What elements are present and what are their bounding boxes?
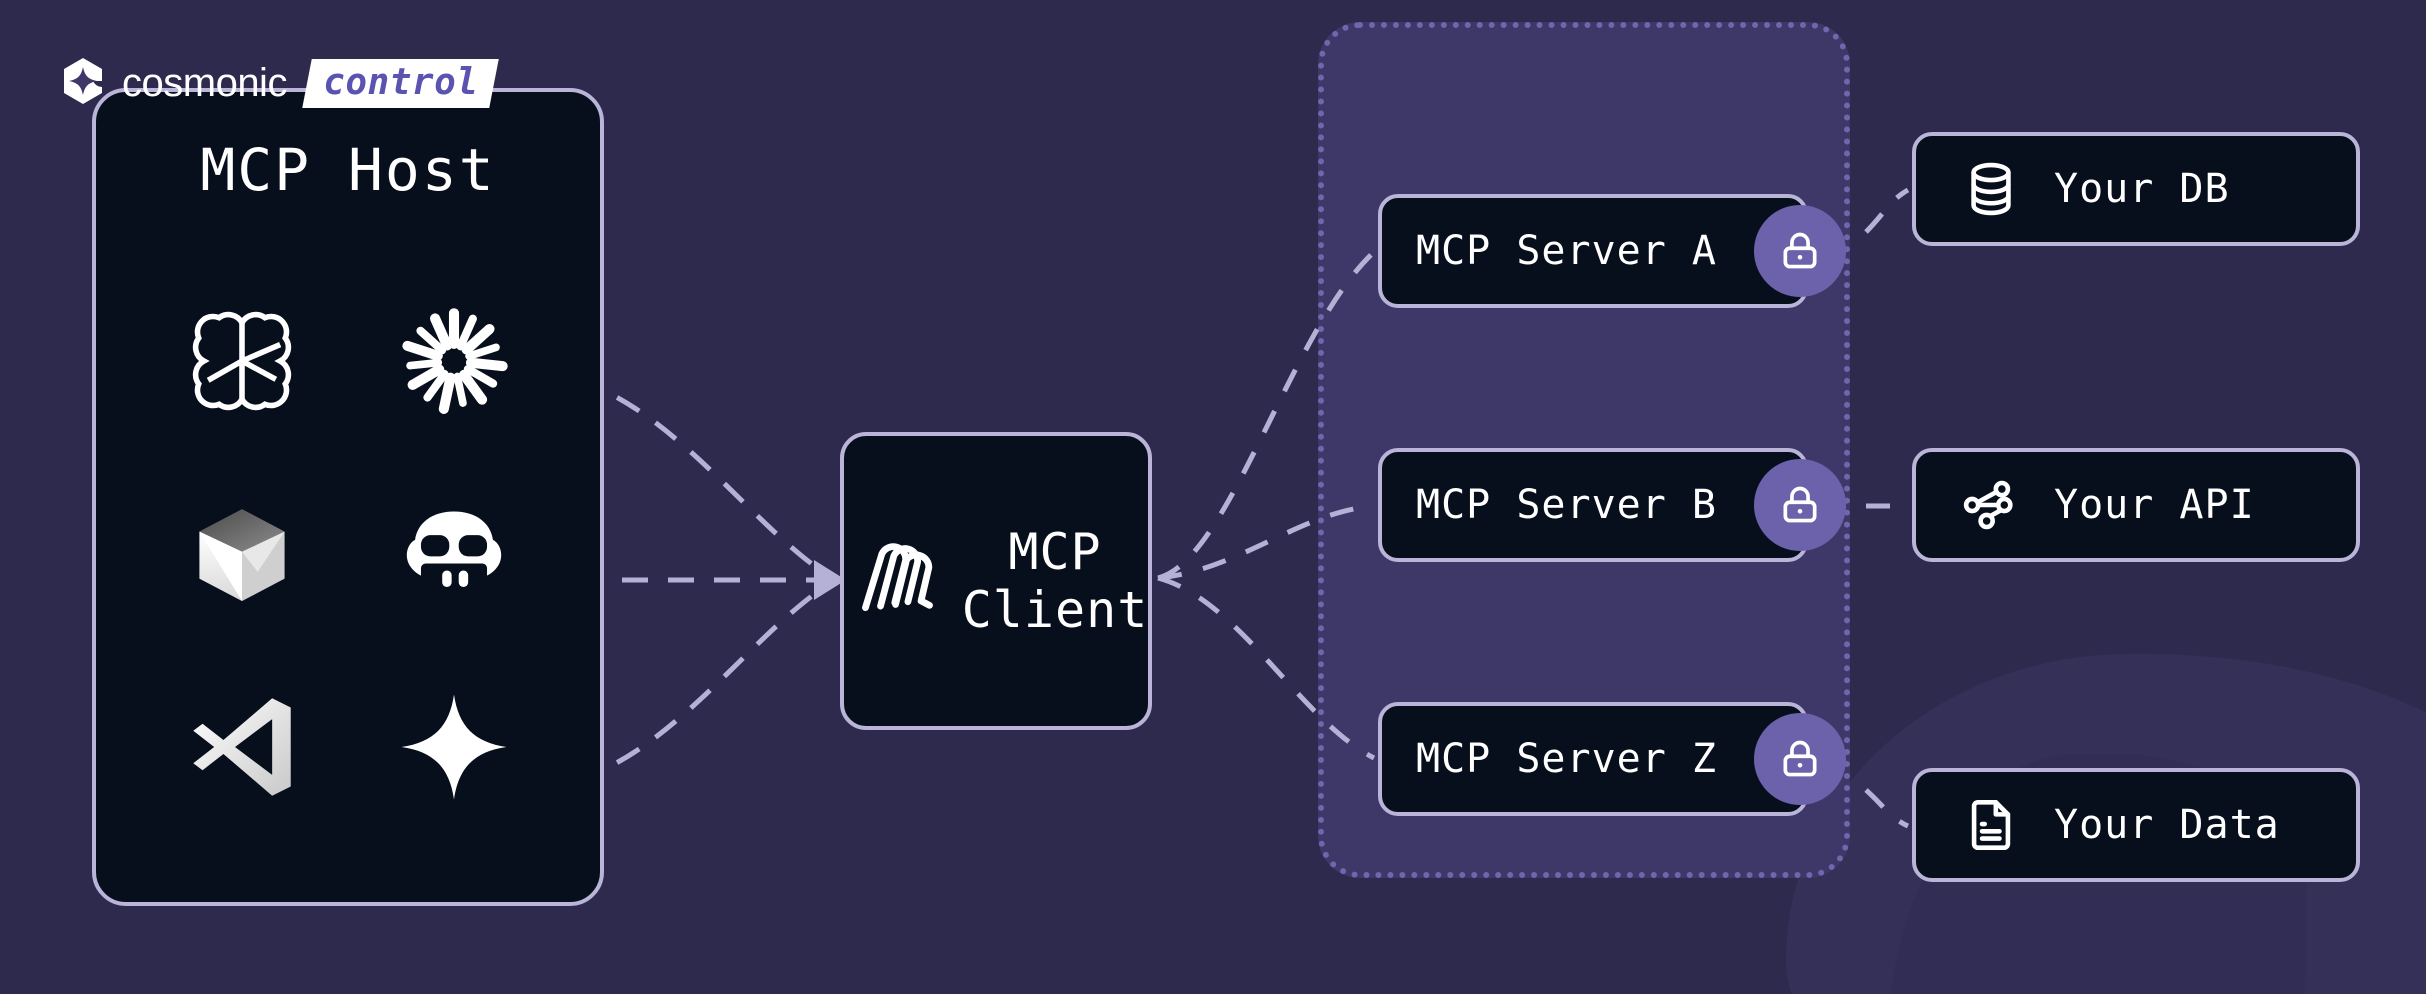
- cosmonic-hexagon-icon: [58, 56, 108, 110]
- lock-icon: [1754, 459, 1846, 551]
- mcp-server-b-card[interactable]: MCP Server B: [1378, 448, 1846, 562]
- claude-icon: [390, 297, 518, 425]
- vscode-icon: [178, 683, 306, 811]
- cursor-face-icon: [390, 490, 518, 618]
- mcp-server-z-card[interactable]: MCP Server Z: [1378, 702, 1846, 816]
- resource-card-your-data[interactable]: Your Data: [1912, 768, 2360, 882]
- mcp-server-a-label: MCP Server A: [1416, 228, 1717, 274]
- wire-server-z-data: [1864, 788, 1910, 829]
- lock-icon: [1754, 205, 1846, 297]
- document-icon: [1962, 796, 2020, 854]
- gemini-sparkle-icon: [390, 683, 518, 811]
- resource-label-your-data: Your Data: [2054, 802, 2280, 848]
- network-share-icon: [1962, 476, 2020, 534]
- resource-label-your-api: Your API: [2054, 482, 2255, 528]
- mcp-coil-icon: [840, 527, 944, 635]
- mcp-client-label: MCP Client: [961, 523, 1149, 639]
- mcp-server-b-label: MCP Server B: [1416, 482, 1717, 528]
- cosmonic-wordmark: cosmonic: [122, 60, 287, 105]
- mcp-host-title: MCP Host: [200, 136, 496, 204]
- wire-server-a-db: [1864, 187, 1910, 234]
- lock-icon: [1754, 713, 1846, 805]
- control-chip: control: [302, 58, 499, 108]
- mcp-client-card: MCP Client: [840, 432, 1152, 730]
- mcp-server-z-label: MCP Server Z: [1416, 736, 1717, 782]
- mcp-host-app-grid: [96, 264, 600, 902]
- windsurf-icon: [178, 490, 306, 618]
- database-icon: [1962, 160, 2020, 218]
- mcp-client-content: MCP Client: [840, 523, 1149, 639]
- mcp-server-a-card[interactable]: MCP Server A: [1378, 194, 1846, 308]
- resource-card-your-db[interactable]: Your DB: [1912, 132, 2360, 246]
- resource-label-your-db: Your DB: [2054, 166, 2230, 212]
- resource-card-your-api[interactable]: Your API: [1912, 448, 2360, 562]
- cosmonic-control-brand: cosmonic control: [58, 56, 499, 110]
- openai-icon: [178, 297, 306, 425]
- mcp-host-card: MCP Host: [92, 88, 604, 906]
